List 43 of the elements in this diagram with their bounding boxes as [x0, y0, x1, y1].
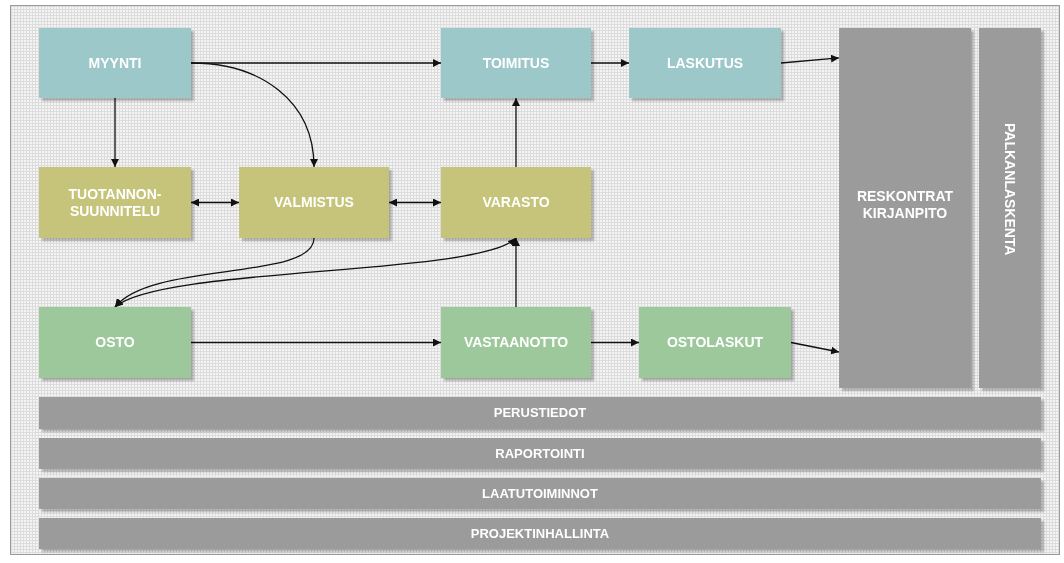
process-box: [441, 307, 591, 378]
arrow: [790, 341, 840, 355]
box-label: LASKUTUS: [666, 54, 744, 72]
box-label: RESKONTRAT KIRJANPITO: [856, 188, 954, 222]
arrow: [190, 338, 442, 347]
module-band: [39, 518, 1041, 549]
module-band: [39, 397, 1041, 429]
arrow: [190, 198, 240, 207]
arrow: [590, 59, 630, 67]
arrow: [114, 237, 315, 308]
process-box: [39, 28, 191, 98]
box-label: PALKANLASKENTA: [1001, 123, 1019, 256]
box-label: PROJEKTINHALLINTA: [470, 525, 610, 542]
module-band: [39, 478, 1041, 509]
box-label: VARASTO: [482, 194, 550, 211]
box-label: RAPORTOINTI: [495, 445, 585, 462]
arrow: [512, 237, 520, 308]
arrow: [512, 97, 520, 168]
process-box: [39, 307, 191, 378]
box-label: OSTO: [95, 334, 135, 351]
process-box: [441, 167, 591, 238]
box-label: VALMISTUS: [274, 194, 354, 211]
box-label: TOIMITUS: [482, 54, 550, 72]
box-label: PERUSTIEDOT: [493, 405, 587, 421]
process-box: [39, 167, 191, 238]
box-label: TUOTANNON-SUUNNITELU: [68, 185, 162, 220]
module-bar: [979, 28, 1041, 388]
module-bar: [839, 28, 971, 388]
process-box: [441, 28, 591, 98]
arrow: [780, 54, 840, 64]
box-label: MYYNTI: [88, 54, 142, 72]
module-band: [39, 438, 1041, 469]
arrow: [111, 97, 119, 168]
process-box: [239, 167, 389, 238]
arrow: [388, 198, 442, 207]
arrow: [590, 338, 640, 347]
box-label: LAATUTOIMINNOT: [482, 485, 598, 502]
process-box: [639, 307, 791, 378]
arrow: [114, 237, 517, 308]
arrow: [190, 62, 318, 168]
box-label: VASTAANOTTO: [463, 334, 569, 351]
box-label: OSTOLASKUT: [666, 334, 764, 351]
process-box: [629, 28, 781, 98]
